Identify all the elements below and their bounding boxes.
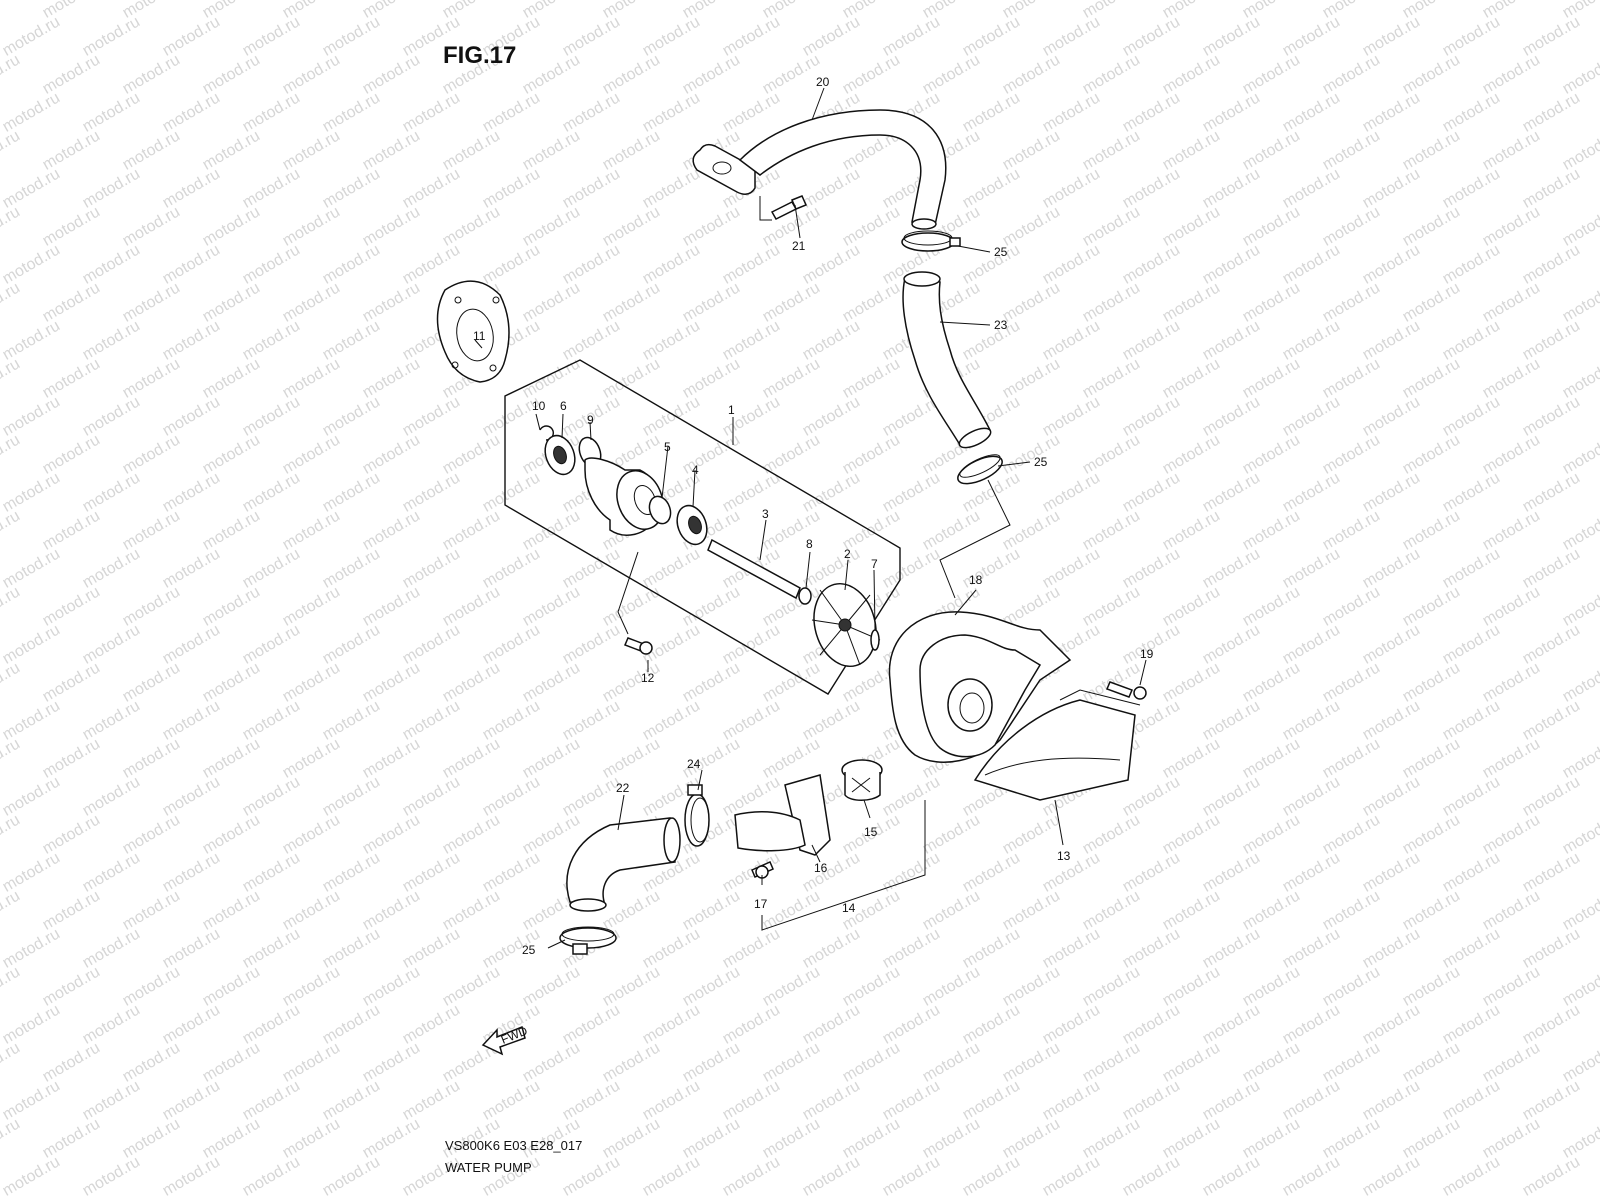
part-1-assembly-box <box>504 359 901 695</box>
part-25-clamp-middle <box>957 454 1003 485</box>
part-13-cover <box>973 689 1141 801</box>
callout-12: 12 <box>641 671 655 685</box>
callout-23: 23 <box>994 318 1008 332</box>
callout-17: 17 <box>754 897 768 911</box>
callout-21: 21 <box>792 239 806 253</box>
leader-lines <box>474 87 1147 949</box>
part-4-mechanical-seal <box>676 504 708 546</box>
callout-8: 8 <box>806 537 813 551</box>
callout-13: 13 <box>1057 849 1071 863</box>
callout-16: 16 <box>814 861 828 875</box>
fwd-label: FWD <box>499 1023 530 1046</box>
callout-4: 4 <box>692 463 699 477</box>
callout-3: 3 <box>762 507 769 521</box>
callout-10: 10 <box>532 399 546 413</box>
callout-24: 24 <box>687 757 701 771</box>
callout-14: 14 <box>842 901 856 915</box>
part-21-bolt <box>770 195 808 220</box>
callout-2: 2 <box>844 547 851 561</box>
figure-title: FIG.17 <box>443 42 517 69</box>
fwd-arrow-icon: FWD <box>481 1023 530 1056</box>
part-16-thermostat-housing <box>734 774 831 856</box>
callout-19: 19 <box>1140 647 1154 661</box>
part-22-elbow-hose <box>566 817 681 912</box>
callout-11: 11 <box>473 329 486 343</box>
model-code: VS800K6 E03 E28_017 <box>445 1138 583 1153</box>
part-5-bearing <box>648 495 672 525</box>
part-8-o-ring <box>798 587 812 605</box>
part-3-shaft <box>707 538 801 600</box>
part-23-hose <box>902 271 992 449</box>
part-25-clamp-lower <box>559 926 617 955</box>
part-7-washer <box>870 629 880 651</box>
callout-6: 6 <box>560 399 567 413</box>
callout-25-lower: 25 <box>522 943 536 957</box>
part-15-thermostat <box>841 759 883 801</box>
part-25-clamp-upper <box>901 230 961 252</box>
callout-7: 7 <box>871 557 878 571</box>
callout-22: 22 <box>616 781 630 795</box>
callout-15: 15 <box>864 825 878 839</box>
part-12-bolt <box>624 637 653 655</box>
part-20-water-pipe <box>692 109 947 230</box>
callout-20: 20 <box>816 75 830 89</box>
callouts: 20 21 25 23 25 1 11 10 6 9 5 4 3 8 2 7 1… <box>473 75 1154 957</box>
callout-25-middle: 25 <box>1034 455 1048 469</box>
callout-5: 5 <box>664 440 671 454</box>
callout-18: 18 <box>969 573 983 587</box>
callout-25-upper: 25 <box>994 245 1008 259</box>
part-19-bolt <box>1105 681 1147 700</box>
callout-9: 9 <box>587 413 594 427</box>
part-24-clamp <box>684 784 710 847</box>
callout-1: 1 <box>728 403 735 417</box>
part-6-bearing <box>544 434 576 476</box>
part-2-impeller <box>811 582 881 668</box>
part-11-gasket <box>436 280 510 383</box>
section-name: WATER PUMP <box>445 1160 532 1175</box>
pump-cover <box>919 634 1042 758</box>
